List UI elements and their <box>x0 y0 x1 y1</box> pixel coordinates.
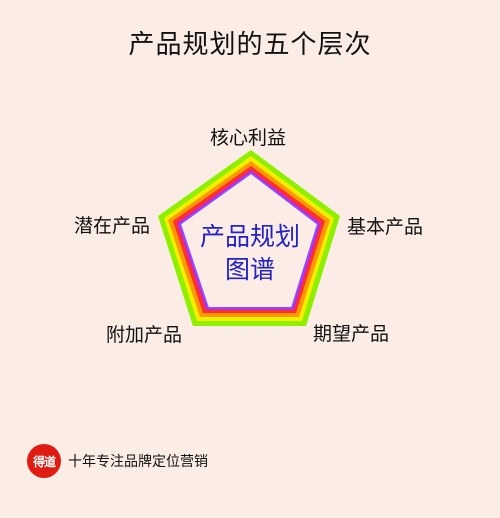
center-title-line-2: 图谱 <box>224 255 275 284</box>
brand-footer: 得道 十年专注品牌定位营销 <box>27 444 208 478</box>
page-title: 产品规划的五个层次 <box>128 30 372 60</box>
brand-logo: 得道 <box>27 444 61 478</box>
level-right-label: 基本产品 <box>347 216 424 238</box>
level-bottom-left-label: 附加产品 <box>106 324 183 346</box>
brand-tagline: 十年专注品牌定位营销 <box>68 454 208 470</box>
level-bottom-right-label: 期望产品 <box>313 323 390 345</box>
diagram-center-title: 产品规划 图谱 <box>180 220 320 286</box>
center-title-line-1: 产品规划 <box>199 222 300 251</box>
level-left-label: 潜在产品 <box>74 215 151 237</box>
pentagon-inner-layer <box>178 171 320 309</box>
level-top-label: 核心利益 <box>210 127 287 149</box>
